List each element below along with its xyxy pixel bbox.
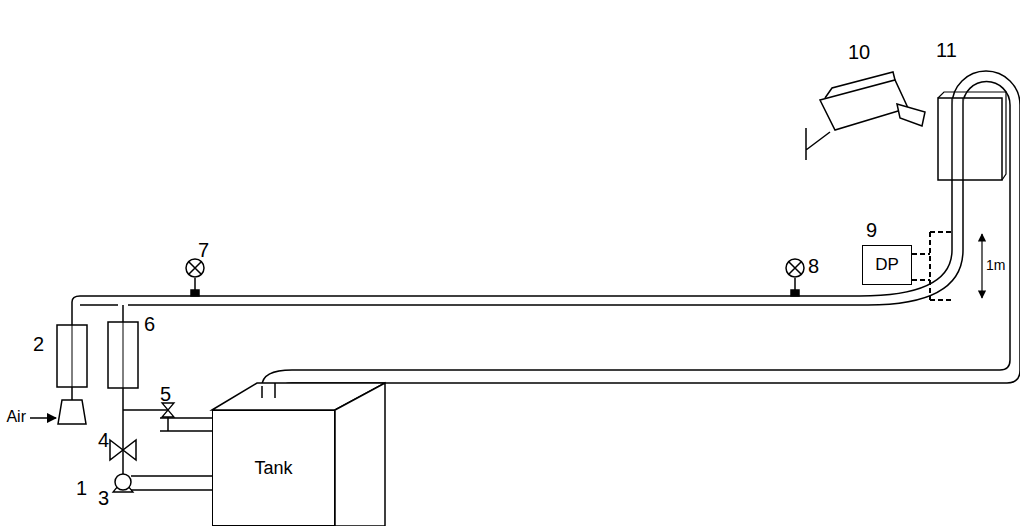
dp-tapping (912, 232, 952, 300)
compressor (58, 400, 86, 424)
test-section-edge (938, 92, 1006, 180)
bypass-line (123, 410, 168, 431)
dimension-arrow (981, 234, 982, 298)
callout-number: 2 (33, 334, 44, 354)
water-rotameter (108, 322, 138, 388)
tank-box: Tank (212, 410, 335, 526)
bypass-pipe (160, 418, 212, 431)
riser-in-section (952, 98, 963, 180)
test-section (938, 98, 1002, 180)
node-text: DP (875, 255, 899, 275)
node-text: Tank (254, 458, 292, 479)
callout-number: 1 (76, 478, 87, 498)
air-arrow (30, 417, 56, 419)
callout-number: 7 (198, 240, 209, 260)
pipe-inner (80, 81, 1010, 386)
tank-inlet (262, 383, 275, 398)
suction-pipe (131, 476, 212, 490)
rotameter-tube (123, 322, 124, 388)
callout-number: 11 (936, 40, 957, 60)
pressure-gauge (186, 259, 204, 296)
callout-number: 4 (98, 430, 109, 450)
pipe-outer (72, 71, 1020, 400)
tank-side (335, 383, 385, 526)
callout-number: 3 (98, 488, 109, 508)
valve (162, 403, 174, 417)
camera (806, 72, 925, 160)
dp-transducer: DP (862, 245, 912, 285)
pressure-gauge (786, 259, 804, 296)
rotameter-tube (72, 325, 73, 387)
pump (115, 474, 131, 490)
callout-number: 8 (808, 256, 819, 276)
inlet-label: Air (6, 409, 26, 425)
callout-number: 9 (866, 220, 877, 240)
valve (110, 440, 136, 460)
callout-number: 6 (144, 314, 155, 334)
callout-number: 5 (160, 384, 171, 404)
callout-number: 10 (848, 42, 870, 62)
air-rotameter (57, 325, 87, 387)
dimension-label: 1m (986, 258, 1005, 272)
